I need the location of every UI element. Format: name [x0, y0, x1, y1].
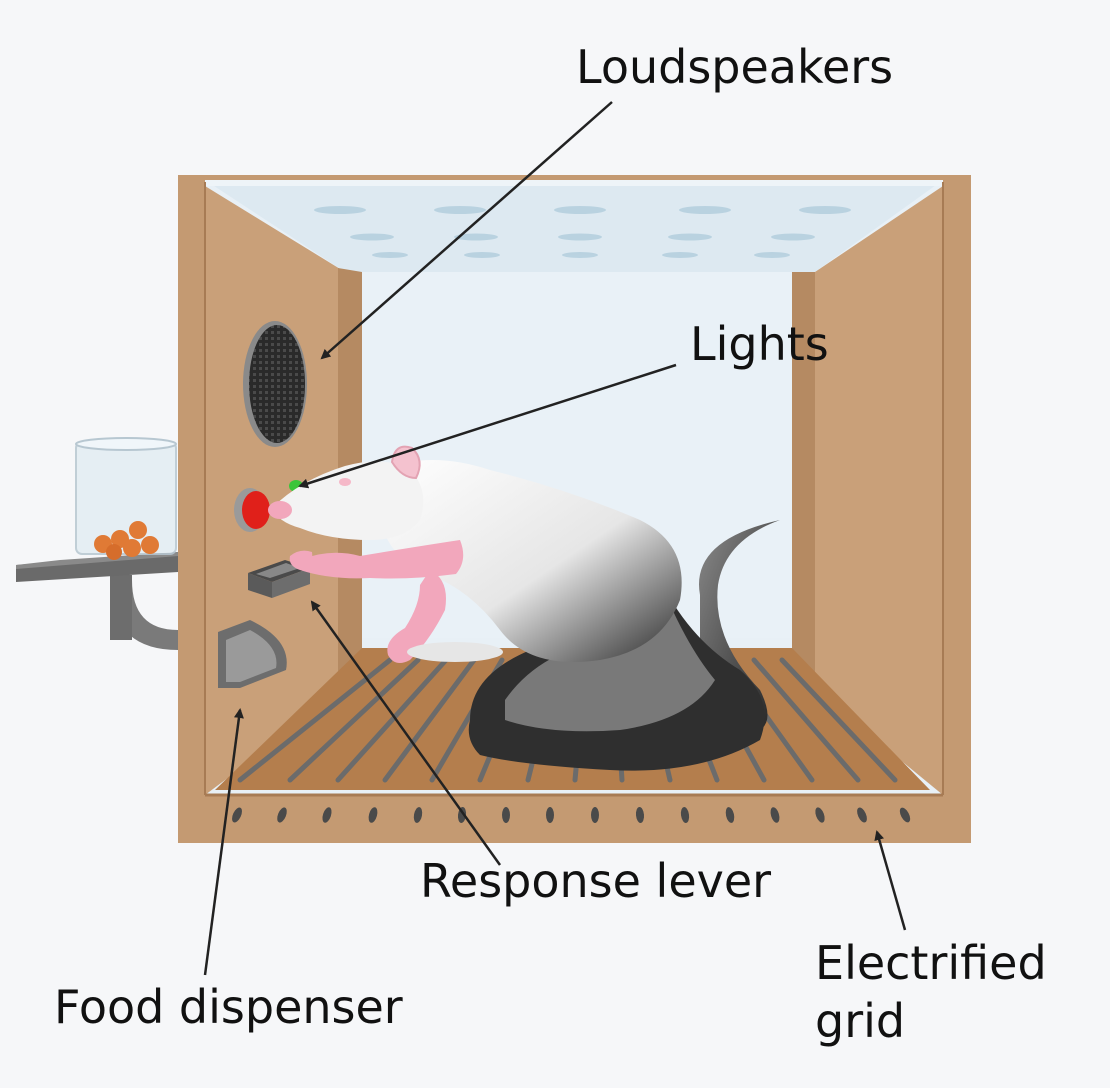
response-lever-label: Response lever: [420, 852, 771, 910]
electrified-grid-label-line2: grid: [815, 992, 1047, 1050]
loudspeakers-label: Loudspeakers: [576, 38, 893, 96]
food-dispenser-label: Food dispenser: [54, 978, 403, 1036]
lights-label: Lights: [690, 315, 829, 373]
loudspeaker-icon: [243, 321, 307, 447]
electrified-grid-label: Electrified grid: [815, 934, 1047, 1050]
electrified-grid-label-line1: Electrified: [815, 934, 1047, 992]
